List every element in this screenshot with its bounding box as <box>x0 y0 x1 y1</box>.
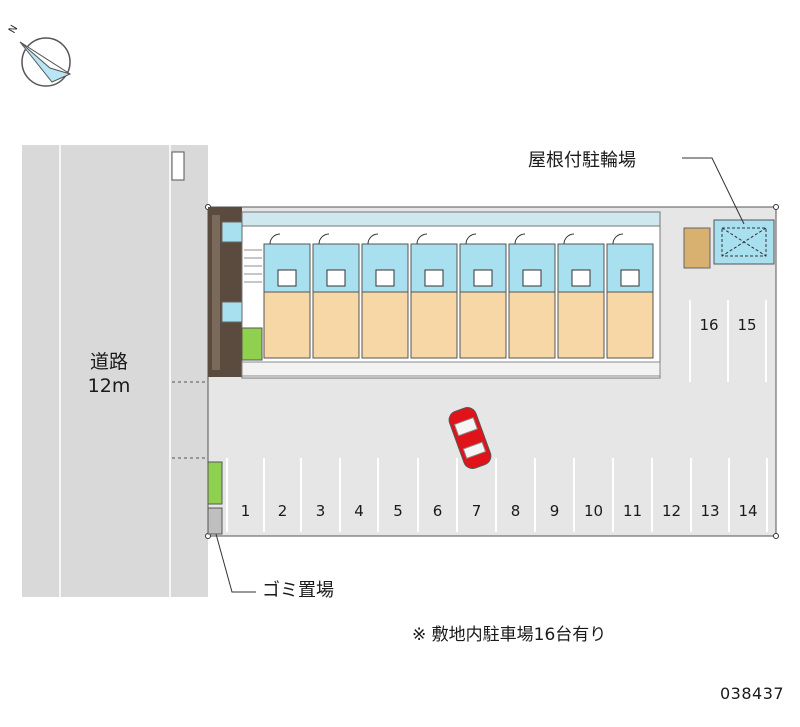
parking-slot-number: 8 <box>510 502 521 520</box>
apartment-unit <box>361 233 409 359</box>
apartment-unit <box>459 233 507 359</box>
parking-slot-number: 9 <box>549 502 560 520</box>
parking-note: ※ 敷地内駐車場16台有り <box>412 625 607 645</box>
bike-leader-line <box>682 157 745 225</box>
parking-slot-number: 10 <box>583 502 604 520</box>
trash-label: ゴミ置場 <box>262 580 334 601</box>
property-code: 038437 <box>720 684 785 703</box>
roadside-marker <box>171 151 185 181</box>
parking-slot-number: 14 <box>738 502 758 520</box>
parking-slot-number: 5 <box>393 502 403 520</box>
road <box>22 145 208 597</box>
parking-slot-number: 16 <box>699 316 719 334</box>
parking-slot-number: 2 <box>277 502 288 520</box>
apartment-unit <box>410 233 458 359</box>
apartment-unit <box>606 233 654 359</box>
apartment-unit <box>263 233 311 359</box>
parking-slot-number: 11 <box>622 502 643 520</box>
road-label-line2: 12m <box>87 375 131 397</box>
parking-slot-number: 1 <box>240 502 251 520</box>
apartment-unit <box>312 233 360 359</box>
parking-slot-number: 7 <box>471 502 482 520</box>
car-icon <box>448 407 492 469</box>
parking-slot-number: 15 <box>737 316 757 334</box>
trash-area <box>207 461 223 535</box>
garden-grass <box>241 327 263 361</box>
trash-leader-line <box>215 533 256 593</box>
parking-slot-number: 13 <box>700 502 720 520</box>
apartment-unit <box>557 233 605 359</box>
road-label: 道路 12m <box>64 350 154 398</box>
parking-slot-number: 12 <box>661 502 682 520</box>
compass-icon <box>19 37 72 87</box>
parking-slot-number: 6 <box>432 502 443 520</box>
bike-parking-label: 屋根付駐輪場 <box>528 150 636 171</box>
parking-slot-number: 4 <box>354 502 364 520</box>
bike-shelter <box>683 219 775 269</box>
parking-slot-number: 3 <box>315 502 326 520</box>
apartment-building <box>208 207 661 379</box>
road-label-line1: 道路 <box>89 351 128 373</box>
apartment-unit <box>508 233 556 359</box>
